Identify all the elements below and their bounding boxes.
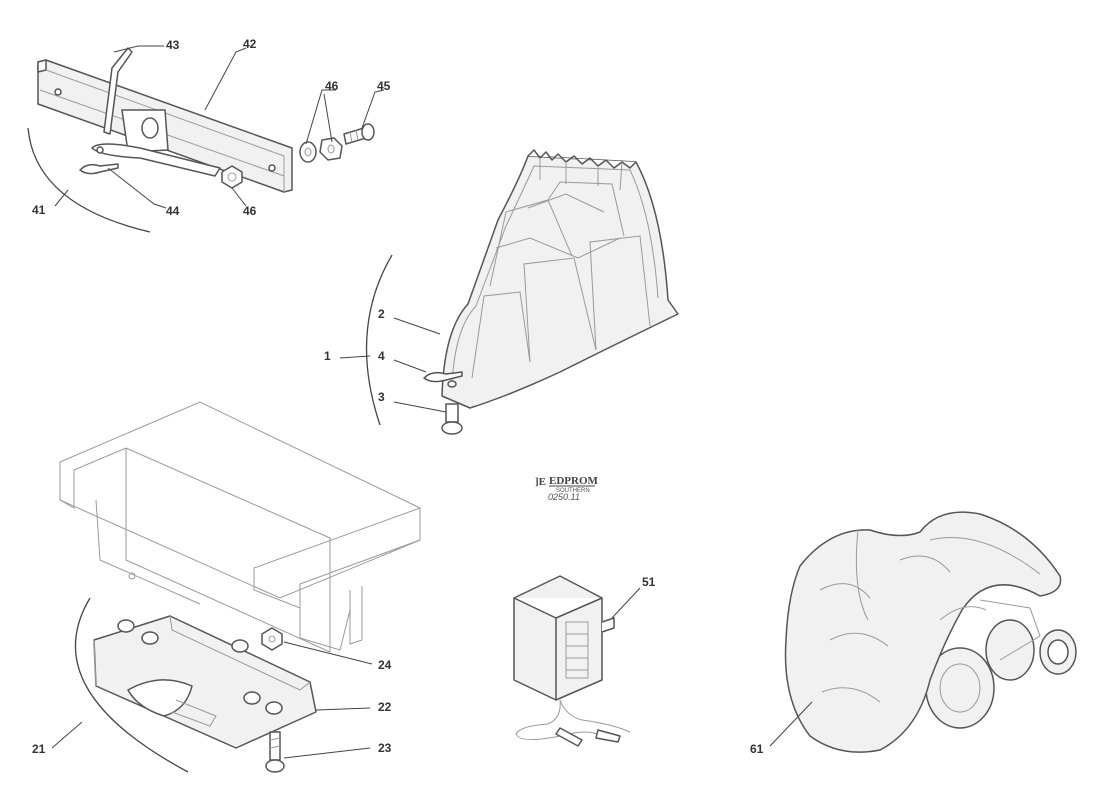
callout-2: 2	[378, 307, 385, 321]
callout-44: 44	[166, 204, 180, 218]
clip-part-4	[423, 371, 463, 383]
tractor-parts-visible	[925, 599, 1077, 729]
brand-mark: ]E	[535, 476, 546, 488]
bolt-part-45	[343, 123, 375, 145]
callout-46-lower: 46	[243, 204, 257, 218]
group-bracket-21	[74, 597, 189, 773]
tractor-cover-assembly	[769, 511, 1077, 753]
nut-part-46-lower	[221, 165, 243, 189]
callout-45: 45	[377, 79, 391, 93]
callout-1: 1	[324, 349, 331, 363]
front-weight-assembly	[51, 401, 421, 773]
catcher-housing-assembly	[339, 149, 679, 435]
tractor-frame-outline	[59, 401, 421, 653]
callout-23: 23	[378, 741, 392, 755]
callout-22: 22	[378, 700, 392, 714]
callout-21: 21	[32, 742, 46, 756]
battery-charger-assembly	[513, 575, 641, 747]
nut-part-24	[261, 627, 283, 651]
callout-41: 41	[32, 203, 46, 217]
clip-part-44	[79, 163, 119, 175]
callout-42: 42	[243, 37, 257, 51]
callout-24: 24	[378, 658, 392, 672]
callout-3: 3	[378, 390, 385, 404]
group-bracket-41	[27, 127, 151, 233]
callout-61: 61	[750, 742, 764, 756]
rail-assembly	[27, 45, 385, 233]
callout-labels: 1 2 4 3 41 42 43 44 45 46 46 21 22 23 24…	[32, 37, 764, 756]
pin-part-43	[103, 47, 133, 135]
drawing-code: 0250.11	[548, 492, 580, 502]
callout-51: 51	[642, 575, 656, 589]
group-bracket-1	[365, 254, 393, 426]
brand-name: EDPROM	[549, 475, 599, 487]
charger-cable	[515, 699, 631, 747]
callout-4: 4	[378, 349, 385, 363]
mount-bracket	[91, 109, 221, 177]
callout-43: 43	[166, 38, 180, 52]
callout-46-upper: 46	[325, 79, 339, 93]
brand-subtitle: SOUTHERN	[556, 488, 590, 494]
charger-part-51	[513, 575, 615, 701]
housing-part-2	[441, 149, 679, 409]
cover-part-61	[784, 511, 1062, 753]
washers-part-46-upper	[299, 137, 343, 163]
brand-stamp: ]E EDPROM SOUTHERN 0250.11	[535, 475, 599, 502]
bolt-part-3	[441, 380, 463, 435]
bolt-part-23	[265, 731, 285, 773]
weight-part-22	[93, 615, 317, 749]
